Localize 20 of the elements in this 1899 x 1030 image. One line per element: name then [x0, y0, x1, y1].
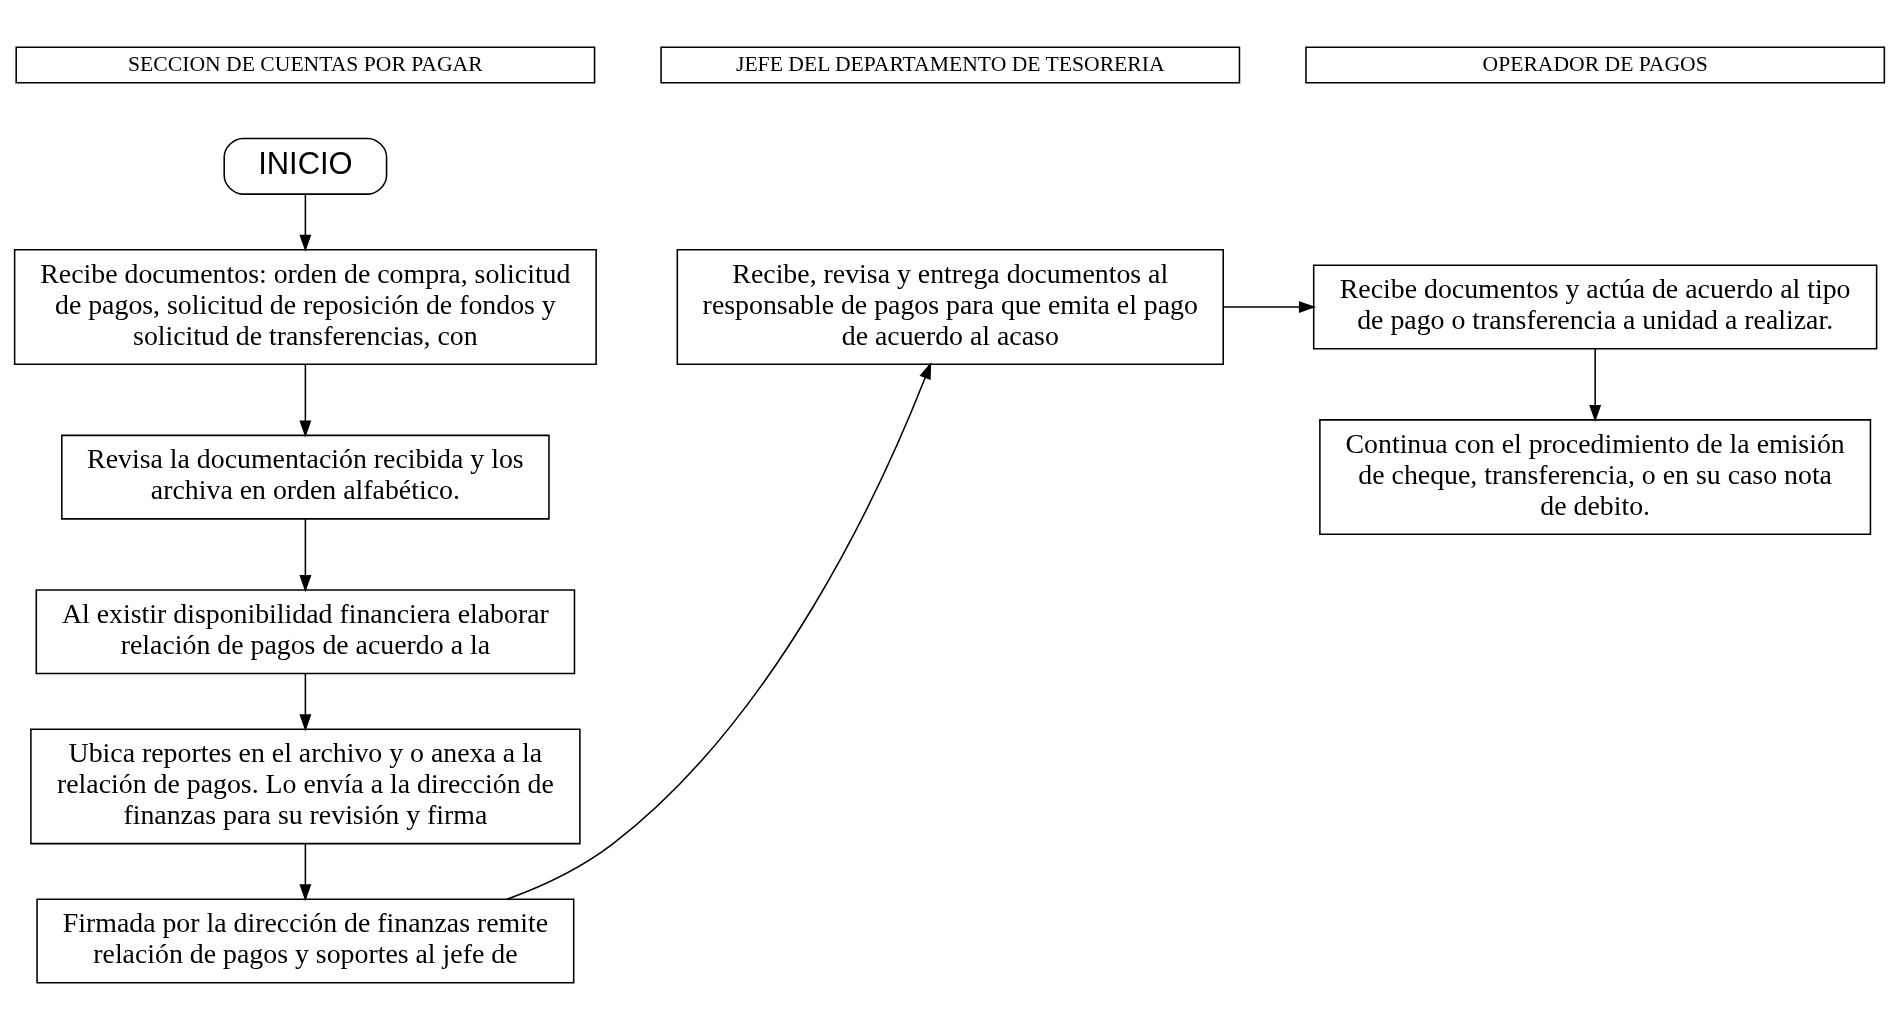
- arrow: [299, 363, 312, 438]
- node-box: Revisa la documentación recibida y los archiva en orden alfabético.: [61, 434, 550, 520]
- node-box: JEFE DEL DEPARTAMENTO DE TESORERIA: [660, 46, 1241, 84]
- arrow: [299, 518, 312, 593]
- node-box: Recibe, revisa y entrega documentos al responsable de pagos para que emita el pago de acuerdo al acaso: [676, 249, 1224, 365]
- arrow: [1222, 301, 1316, 313]
- arrow: [506, 362, 932, 900]
- arrow: [1589, 348, 1602, 423]
- node-box: Al existir disponibilidad financiera elaborar relación de pagos de acuerdo a la: [35, 589, 576, 675]
- node-box: Continua con el procedimiento de la emisión de cheque, transferencia, o en su caso nota de debito.: [1319, 419, 1872, 536]
- arrow: [299, 672, 312, 732]
- node-box: OPERADOR DE PAGOS: [1305, 46, 1886, 84]
- node-box: Firmada por la dirección de finanzas remite relación de pagos y soportes al jefe de: [36, 898, 575, 984]
- arrow: [299, 193, 312, 252]
- node-box: SECCION DE CUENTAS POR PAGAR: [15, 46, 596, 84]
- node-box: INICIO: [223, 137, 388, 195]
- arrow: [299, 843, 312, 902]
- node-box: Recibe documentos: orden de compra, solicitud de pagos, solicitud de reposición de fondos y solicitud de transferencias, con: [13, 249, 597, 365]
- node-box: Recibe documentos y actúa de acuerdo al tipo de pago o transferencia a unidad a realizar.: [1312, 264, 1878, 350]
- node-box: Ubica reportes en el archivo y o anexa a la relación de pagos. Lo envía a la dirección de finanzas para su revisión y firma: [30, 728, 581, 845]
